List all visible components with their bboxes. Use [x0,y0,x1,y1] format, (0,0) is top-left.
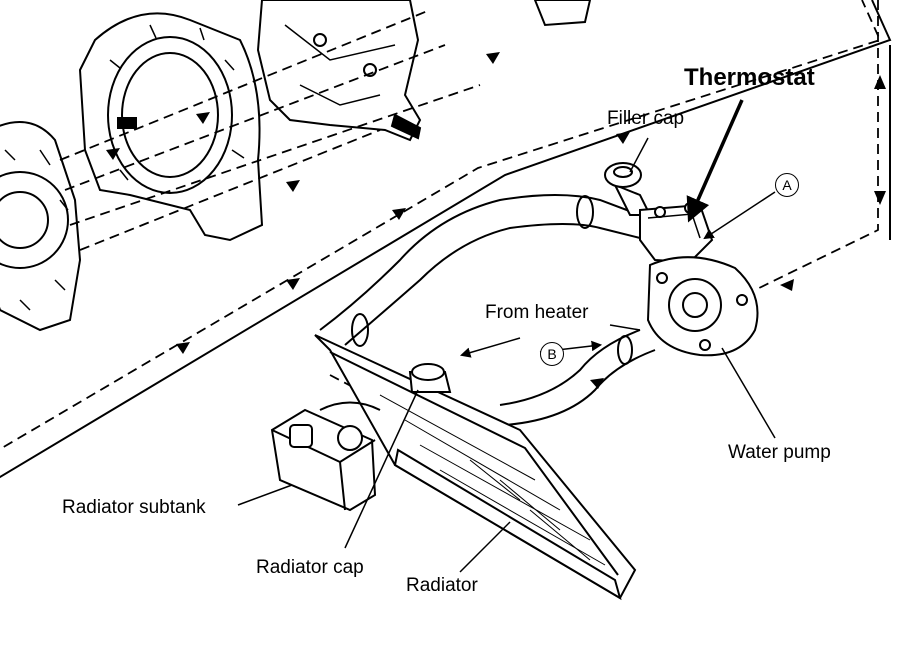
upper-hose [320,195,640,346]
marker-b: B [540,342,564,366]
radiator-label: Radiator [406,575,478,596]
thermostat-pointer [686,100,742,223]
marker-a: A [775,173,799,197]
lower-hose [500,330,655,425]
radiator-cap-label: Radiator cap [256,557,364,578]
filler-cap-part [605,163,650,215]
water-pump-label: Water pump [728,442,831,463]
radiator-subtank-label: Radiator subtank [62,497,206,518]
flow-lines [0,0,880,475]
from-heater-label: From heater [485,302,589,323]
radiator-subtank-part [272,403,380,511]
thermostat-label: Thermostat [684,64,815,91]
flow-arrows [106,52,886,389]
water-pump-assembly [640,203,758,355]
filler-cap-label: Filler cap [607,108,685,129]
leader-lines [238,138,775,572]
